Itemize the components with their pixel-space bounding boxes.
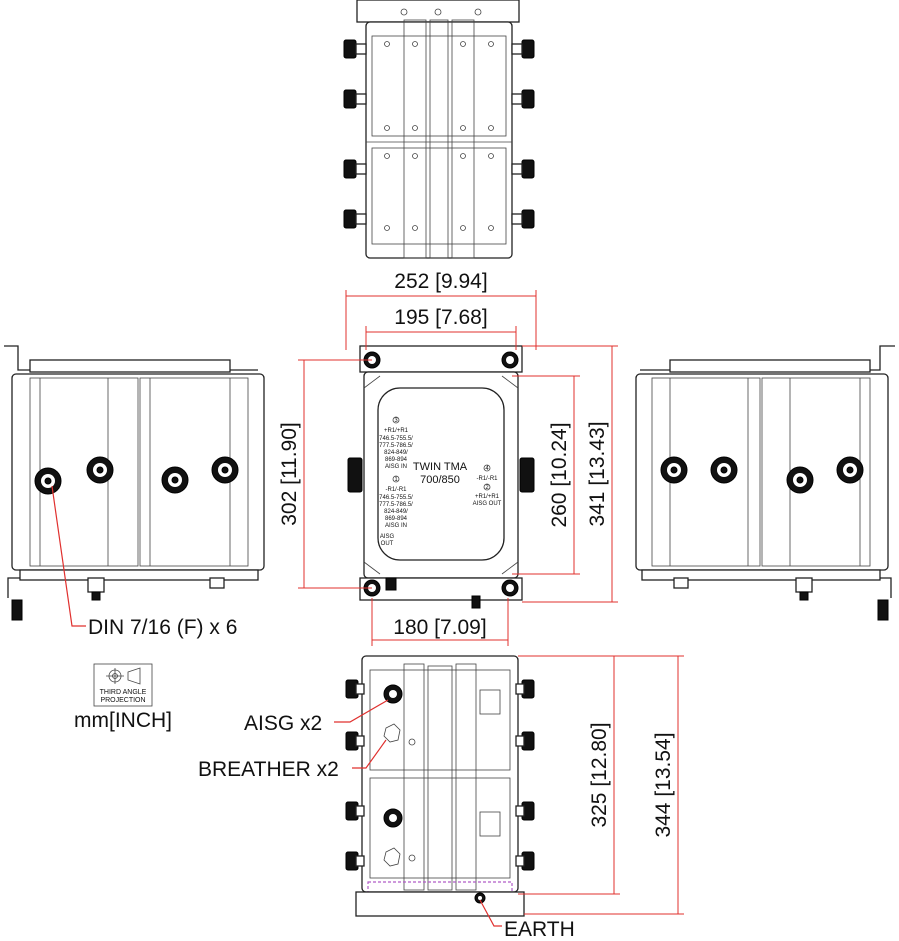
bottom-view: [345, 655, 535, 917]
projection-symbol: THIRD ANGLE PROJECTION mm[INCH]: [74, 663, 172, 732]
projection-line1: THIRD ANGLE: [100, 689, 147, 696]
plate-port1-title: +R1/+R1: [384, 428, 409, 434]
plate-port2-l3: 824-849/: [384, 509, 408, 515]
plate-port1-l4: 869-894: [385, 457, 408, 463]
plate-num-d: 2: [485, 485, 489, 491]
projection-line2: PROJECTION: [100, 697, 145, 704]
plate-num-a: 3: [394, 418, 398, 424]
callout-earth: EARTH: [504, 918, 575, 941]
dim-width-holes: 195 [7.68]: [394, 306, 487, 329]
left-side-view: [4, 345, 265, 621]
plate-port1-l5: AISG IN: [385, 464, 407, 470]
plate-num-c: 4: [485, 466, 489, 472]
plate-port2-l5: AISG IN: [385, 523, 407, 529]
callout-din: DIN 7/16 (F) x 6: [88, 616, 237, 639]
plate-num-b: 1: [394, 477, 398, 483]
front-view: [347, 345, 535, 609]
plate-port2-l2: 777.5-786.5/: [379, 502, 413, 508]
plate-port2-title: -R1/-R1: [385, 487, 407, 493]
plate-port1-l1: 746.5-755.5/: [379, 436, 413, 442]
dim-height-inner: 260 [10.24]: [548, 422, 571, 527]
plate-port4-l1: AISG OUT: [473, 501, 502, 507]
plate-port1-l2: 777.5-786.5/: [379, 443, 413, 449]
dim-width-bottom: 180 [7.09]: [393, 616, 486, 639]
plate-port5-l2: OUT: [381, 541, 394, 547]
right-side-view: [635, 345, 895, 621]
plate-product: TWIN TMA: [413, 461, 468, 473]
plate-port2-l1: 746.5-755.5/: [379, 495, 413, 501]
plate-port3-title: -R1/-R1: [476, 476, 498, 482]
plate-port2-l4: 869-894: [385, 516, 408, 522]
callout-breather: BREATHER x2: [198, 758, 339, 781]
plate-port1-l3: 824-849/: [384, 450, 408, 456]
plate-port4-title: +R1/+R1: [475, 494, 500, 500]
projection-units: mm[INCH]: [74, 709, 172, 732]
plate-port5-l1: AISG: [380, 534, 395, 540]
dim-height-front: 302 [11.90]: [278, 422, 301, 526]
dim-height-bottom-overall: 344 [13.54]: [652, 732, 675, 837]
projection-cone-icon: [127, 667, 141, 685]
dim-height-overall: 341 [13.43]: [586, 421, 609, 526]
dimension-labels: 252 [9.94] 195 [7.68] 302 [11.90] 260 [1…: [278, 270, 675, 838]
plate-model: 700/850: [420, 474, 460, 486]
dim-width-overall: 252 [9.94]: [394, 270, 487, 293]
top-view: [343, 0, 535, 259]
callouts: DIN 7/16 (F) x 6 AISG x2 BREATHER x2 EAR…: [51, 485, 575, 941]
dimension-lines: [298, 290, 684, 915]
callout-aisg: AISG x2: [244, 712, 322, 735]
dim-height-bottom-body: 325 [12.80]: [588, 722, 611, 827]
label-plate: 3 +R1/+R1 746.5-755.5/ 777.5-786.5/ 824-…: [379, 416, 502, 547]
